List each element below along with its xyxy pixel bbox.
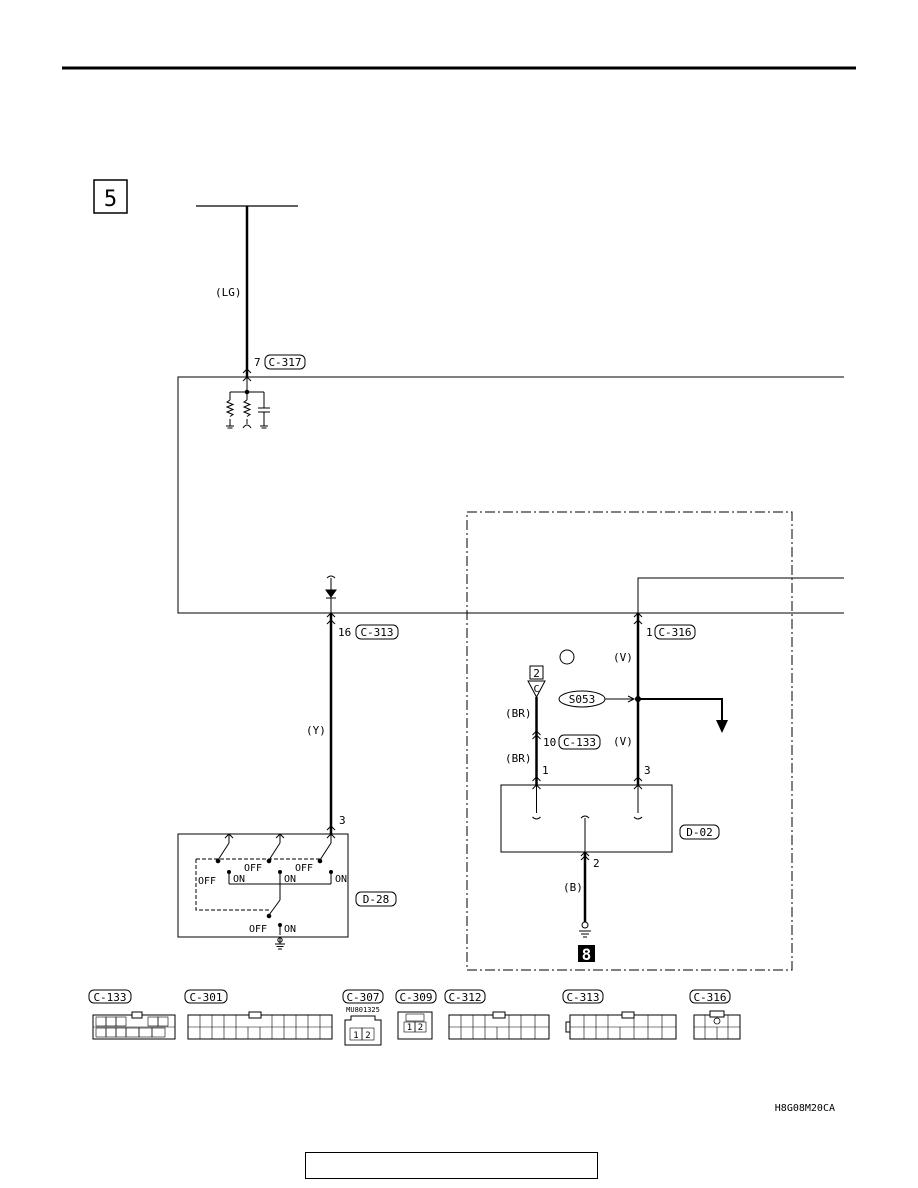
d02-tag-box: [679, 824, 720, 840]
br-wire-label-lower: (BR): [505, 752, 532, 765]
switch1-on: ON: [233, 874, 245, 885]
svg-text:MU801325: MU801325: [346, 1006, 380, 1014]
connector-c301: C-301: [184, 989, 333, 1040]
input-resistor-network: [225, 377, 270, 429]
b-wire-label: (B): [563, 881, 583, 894]
dash-dot-boundary: [466, 511, 793, 971]
c133-pin: 10: [543, 736, 556, 749]
c317-pin: 7: [254, 356, 261, 369]
c317-tag-box: [264, 354, 306, 370]
d28-tag-box: [355, 891, 397, 907]
splice-pointer-head: [627, 695, 636, 703]
d28-tag: D-28: [363, 893, 390, 906]
lg-wire-label: (LG): [215, 286, 242, 299]
c317-tag: C-317: [268, 356, 301, 369]
step-number-box: [93, 179, 128, 214]
ecu-internal-v-line: [637, 577, 844, 613]
connector-c133: C-133: [88, 989, 176, 1040]
step-number: 5: [104, 187, 117, 212]
figure-code: H8G08M20CA: [775, 1103, 835, 1114]
d28-pin: 3: [339, 814, 346, 827]
svg-text:1: 1: [407, 1023, 412, 1033]
svg-text:C-316: C-316: [693, 991, 726, 1004]
connector-c313: C-313: [562, 989, 677, 1040]
connector-c316: C-316: [689, 989, 741, 1040]
connector-c307: C-307 MU801325 1 2: [342, 989, 384, 1046]
c316-pin: 1: [646, 626, 653, 639]
switch3-off: OFF: [295, 863, 313, 874]
svg-text:C-133: C-133: [93, 991, 126, 1004]
ground-ref-number: 2: [533, 667, 540, 680]
d02-internal: [532, 785, 643, 852]
d02-pin1: 1: [542, 764, 549, 777]
ground-number-box: [578, 945, 595, 962]
c313-tag: C-313: [360, 626, 393, 639]
br-wire-label-upper: (BR): [505, 707, 532, 720]
ecu-box: [177, 376, 844, 614]
svg-text:1: 1: [353, 1031, 358, 1041]
d02-pin2: 2: [593, 857, 600, 870]
footer-box: [305, 1152, 598, 1179]
reference-circle: [559, 649, 575, 665]
c316-tag: C-316: [658, 626, 691, 639]
d02-tag: D-02: [686, 826, 713, 839]
switch2-off: OFF: [244, 863, 262, 874]
v-wire-label-upper: (V): [613, 651, 633, 664]
c313-tag-box: [355, 624, 399, 640]
svg-text:C-313: C-313: [566, 991, 599, 1004]
connector-c309: C-309 1 2: [395, 989, 437, 1040]
v-wire-label-lower: (V): [613, 735, 633, 748]
c133-tag-box: [558, 734, 601, 750]
svg-text:2: 2: [418, 1023, 423, 1033]
svg-text:C-312: C-312: [448, 991, 481, 1004]
splice-s053: S053: [569, 693, 596, 706]
svg-text:C-309: C-309: [399, 991, 432, 1004]
c316-tag-box: [654, 624, 696, 640]
svg-text:C-301: C-301: [189, 991, 222, 1004]
c313-pin: 16: [338, 626, 351, 639]
switch4-off: OFF: [249, 924, 267, 935]
ground-number: 8: [582, 945, 592, 964]
d28-switches: [195, 833, 333, 950]
splice-branch-arrow: [716, 720, 728, 733]
c133-tag: C-133: [563, 736, 596, 749]
ground-ref-box: [529, 665, 544, 680]
d02-pin3: 3: [644, 764, 651, 777]
d02-box: [500, 784, 673, 853]
ground-symbol: [579, 921, 591, 938]
y-wire-label: (Y): [306, 724, 326, 737]
splice-branch: [638, 698, 723, 722]
connector-c312: C-312: [444, 989, 550, 1040]
svg-text:C-307: C-307: [346, 991, 379, 1004]
diode: [325, 575, 337, 613]
switch4-on: ON: [284, 924, 296, 935]
svg-text:2: 2: [365, 1031, 370, 1041]
ground-ref-triangle: [527, 680, 546, 699]
ground-ref-letter: C: [533, 684, 539, 695]
switch3-on: ON: [335, 874, 347, 885]
d28-switch-box: [177, 833, 349, 938]
switch1-off: OFF: [198, 876, 216, 887]
switch2-on: ON: [284, 874, 296, 885]
